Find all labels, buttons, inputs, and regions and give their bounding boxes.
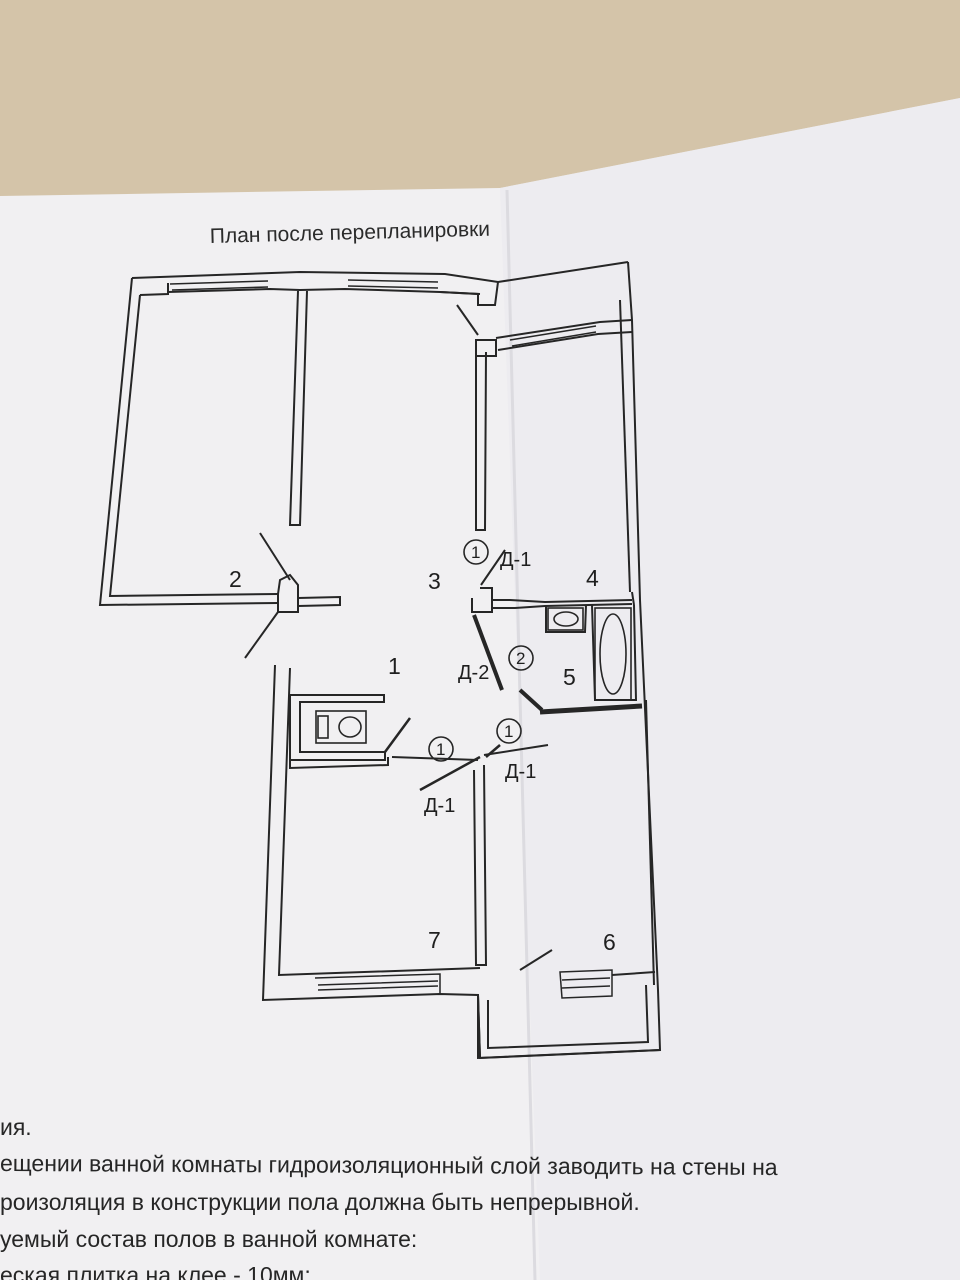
door-markers — [428, 539, 534, 762]
room-number-7: 7 — [428, 927, 441, 953]
door-tag-d2: Д-2 — [458, 662, 489, 684]
wall-outer-left — [98, 277, 279, 607]
room-number-2: 2 — [229, 566, 242, 592]
wall-partition-7-6 — [473, 764, 488, 966]
floor-plan — [98, 261, 662, 1060]
note-line-5: еская плитка на клее - 10мм; — [0, 1262, 311, 1280]
fixtures — [315, 607, 632, 744]
room-number-4: 4 — [586, 565, 599, 591]
door-toilet — [383, 717, 412, 753]
door-d1-right — [485, 744, 501, 758]
door-2-top — [259, 532, 291, 581]
room-number-1: 1 — [388, 653, 401, 679]
note-line-1: ия. — [0, 1114, 32, 1140]
marker-1-left — [428, 736, 454, 762]
door-d2 — [472, 614, 504, 691]
note-line-4: уемый состав полов в ванной комнате: — [0, 1226, 418, 1252]
toilet-block — [289, 694, 386, 761]
door-bath — [518, 688, 544, 712]
room-number-5: 5 — [563, 664, 576, 690]
door-balcony — [519, 949, 553, 971]
wall-partition-2-3 — [288, 290, 308, 526]
wall-partition-3-4 — [475, 351, 487, 531]
door-d1-left — [419, 755, 481, 792]
wall-outer-top — [131, 261, 629, 284]
door-tag-d1-left: Д-1 — [424, 795, 455, 817]
door-tower — [456, 304, 479, 336]
bathtub-fixture — [594, 607, 632, 701]
sink-fixture — [547, 607, 584, 631]
door-2-bottom — [244, 611, 279, 659]
door-tag-d1-right: Д-1 — [505, 761, 536, 783]
marker-1-top — [463, 539, 489, 565]
marker-2 — [508, 645, 534, 671]
marker-2-text: 2 — [516, 649, 525, 668]
marker-1-right-text: 1 — [504, 722, 513, 741]
bathroom-block — [545, 604, 587, 633]
room-number-3: 3 — [428, 568, 441, 594]
room-number-6: 6 — [603, 929, 616, 955]
note-line-2: ещении ванной комнаты гидроизоляционный … — [0, 1149, 778, 1181]
marker-1-left-text: 1 — [436, 740, 445, 759]
door-tag-d1-top: Д-1 — [500, 549, 531, 571]
toilet-fixture — [315, 710, 367, 744]
marker-1-top-text: 1 — [471, 543, 480, 562]
door-3 — [480, 549, 506, 586]
marker-1-right — [496, 718, 522, 744]
note-line-3: роизоляция в конструкции пола должна быт… — [0, 1189, 640, 1215]
